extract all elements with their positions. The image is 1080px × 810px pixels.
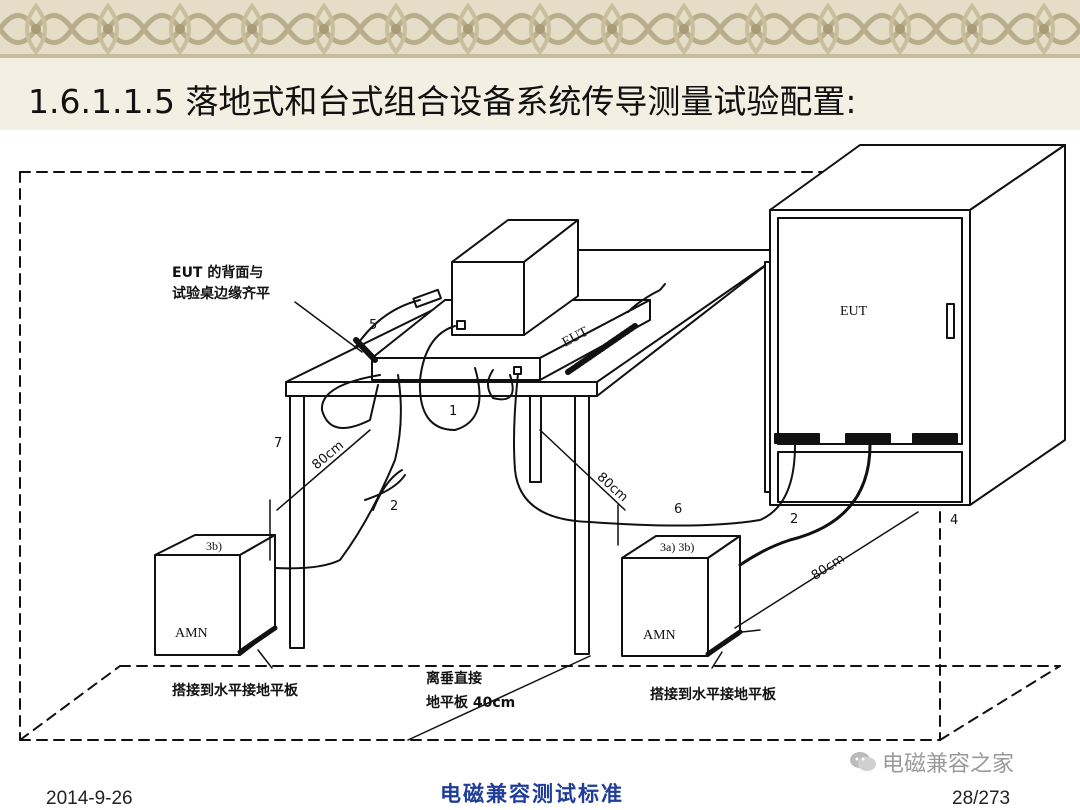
label-height-1: 离垂直接: [426, 671, 482, 687]
label-num-7: 7: [274, 436, 283, 451]
label-eut-cabinet: EUT: [840, 304, 868, 319]
cabinet-eut: [769, 144, 1066, 506]
label-num-5: 5: [369, 318, 378, 333]
title-bar: [0, 58, 1080, 130]
label-eut-back-2: 试验桌边缘齐平: [172, 286, 270, 302]
power-module: [412, 288, 442, 309]
label-bond-left: 搭接到水平接地平板: [172, 683, 298, 699]
watermark-text: 电磁兼容之家: [882, 752, 1015, 777]
label-eut-back-1: EUT 的背面与: [172, 265, 264, 281]
dimension-lines: [257, 301, 939, 741]
label-num-2-right: 2: [790, 512, 799, 527]
amn-right: [621, 535, 743, 657]
eut-box: [451, 219, 579, 336]
label-bond-right: 搭接到水平接地平板: [650, 687, 776, 703]
watermark: 电磁兼容之家: [848, 744, 1014, 780]
test-setup-diagram: [19, 144, 1066, 741]
label-num-1: 1: [449, 404, 458, 419]
label-amn-left: AMN: [175, 626, 208, 641]
slide-title: 1.6.1.1.5 落地式和台式组合设备系统传导测量试验配置:: [28, 82, 857, 121]
cable-bundle: [565, 323, 638, 375]
amn-left: [154, 534, 278, 656]
footer-page-number: 28/273: [952, 788, 1011, 809]
label-amn-right-tag: 3a) 3b): [660, 540, 695, 554]
decorative-banner: [0, 0, 1080, 58]
label-num-4: 4: [950, 513, 959, 528]
label-height-2: 地平板 40cm: [426, 695, 516, 711]
label-amn-left-tag: 3b): [206, 539, 222, 553]
label-num-2-left: 2: [390, 499, 399, 514]
chat-bubble-icon: [850, 752, 876, 771]
footer-center-title: 电磁兼容测试标准: [440, 782, 624, 806]
cables: [274, 299, 872, 570]
banner-pattern: [0, 0, 1080, 58]
label-num-6: 6: [674, 502, 683, 517]
footer-date: 2014-9-26: [46, 788, 133, 809]
label-amn-right: AMN: [643, 628, 676, 643]
